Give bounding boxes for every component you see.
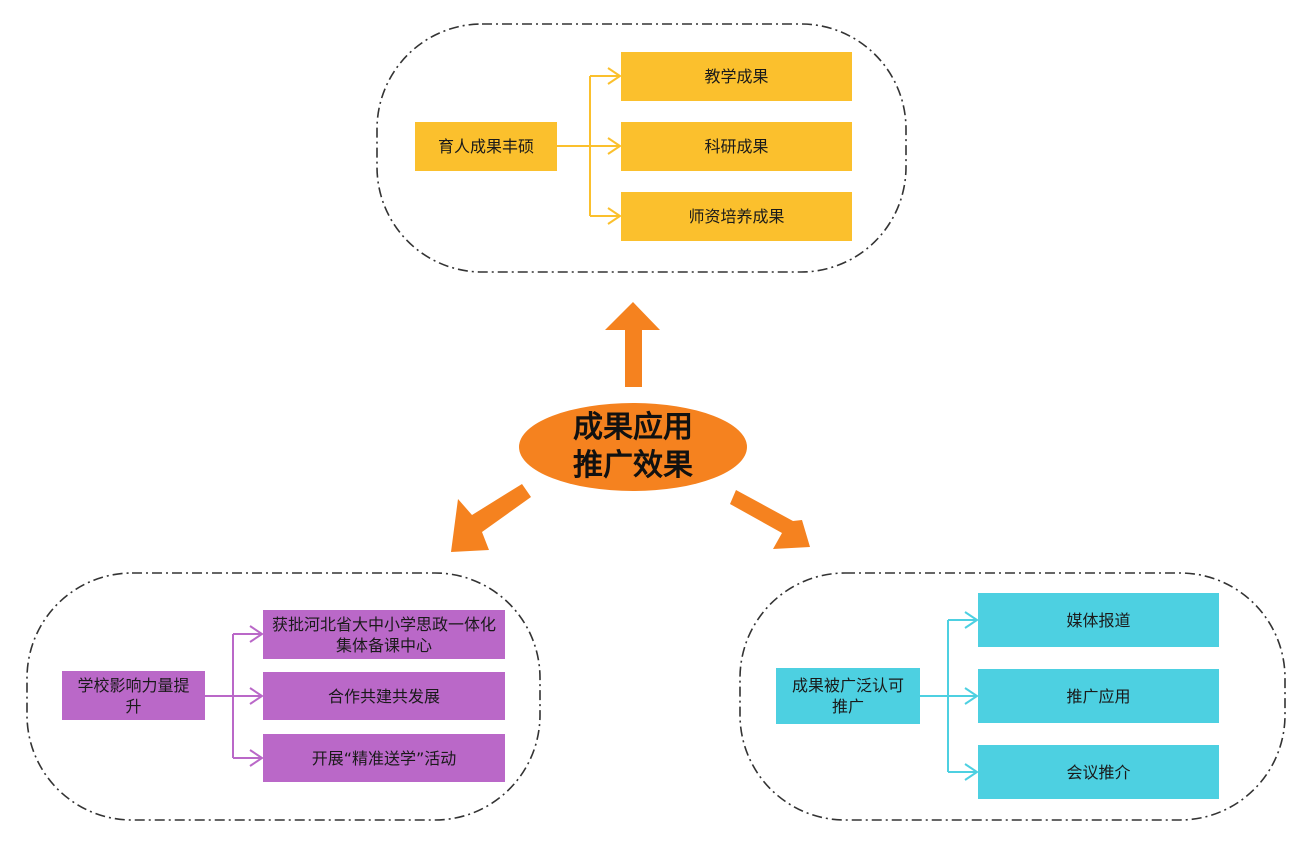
right-child-node: 推广应用 [978, 669, 1219, 723]
arrow-up-icon [605, 302, 660, 387]
top-group-container [376, 23, 907, 273]
left-child-node: 合作共建共发展 [263, 672, 505, 720]
top-connectors [557, 67, 622, 225]
top-child-node: 科研成果 [621, 122, 852, 171]
center-title: 成果应用 推广效果 [533, 407, 733, 487]
arrow-down-left-icon [451, 484, 531, 552]
right-connectors [920, 611, 979, 781]
top-root-node: 育人成果丰硕 [415, 122, 557, 171]
center-ellipse [519, 403, 747, 491]
left-child-node: 开展“精准送学”活动 [263, 734, 505, 782]
right-child-node: 媒体报道 [978, 593, 1219, 647]
top-child-node: 师资培养成果 [621, 192, 852, 241]
center-title-line2: 推广效果 [573, 448, 693, 483]
left-root-node: 学校影响力量提升 [62, 671, 205, 720]
left-child-node: 获批河北省大中小学思政一体化集体备课中心 [263, 610, 505, 659]
right-group-container [739, 572, 1286, 821]
arrow-down-right-icon [730, 490, 810, 549]
top-child-node: 教学成果 [621, 52, 852, 101]
right-root-node: 成果被广泛认可推广 [776, 668, 920, 724]
center-title-line1: 成果应用 [573, 410, 693, 445]
left-connectors [205, 625, 264, 767]
right-child-node: 会议推介 [978, 745, 1219, 799]
left-group-container [26, 572, 541, 821]
